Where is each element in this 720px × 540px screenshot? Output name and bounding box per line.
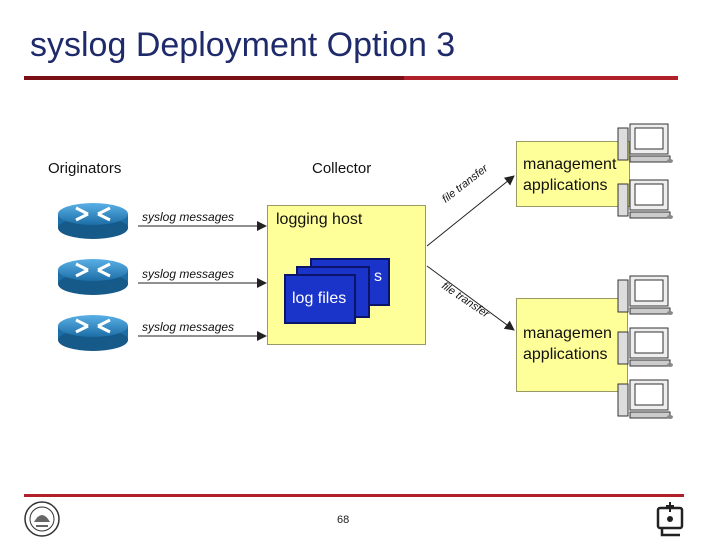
computer-icon: [617, 123, 673, 163]
syslog-messages-label: syslog messages: [142, 210, 235, 224]
computer-icon: [617, 327, 673, 367]
router-icon: [58, 203, 128, 239]
computer-icon: [617, 379, 673, 419]
page-number: 68: [337, 514, 350, 526]
file-transfer-arrow: [426, 175, 515, 247]
management-label: managemen: [523, 325, 612, 342]
file-transfer-arrow: [426, 265, 515, 331]
university-seal-logo: [24, 501, 60, 537]
slide-title: syslog Deployment Option 3: [30, 26, 456, 64]
applications-label: applications: [523, 177, 608, 194]
applications-label: applications: [523, 346, 608, 363]
management-label: management: [523, 156, 617, 173]
collector-label: Collector: [312, 160, 372, 177]
log-file-doc: log files: [284, 274, 356, 324]
management-applications-box: managemen applications: [516, 298, 628, 392]
computer-icon: [617, 275, 673, 315]
title-rule-accent: [24, 76, 404, 80]
log-files-label: log files: [292, 290, 347, 307]
originators-label: Originators: [48, 160, 122, 177]
computer-icon: [617, 179, 673, 219]
syslog-messages-label: syslog messages: [142, 320, 235, 334]
logging-host-label: logging host: [276, 211, 363, 228]
management-applications-box: management applications: [516, 141, 630, 207]
router-icon: [58, 315, 128, 351]
router-icon: [58, 259, 128, 295]
syslog-messages-label: syslog messages: [142, 267, 235, 281]
footer-rule: [24, 494, 684, 497]
department-logo: [656, 502, 684, 537]
